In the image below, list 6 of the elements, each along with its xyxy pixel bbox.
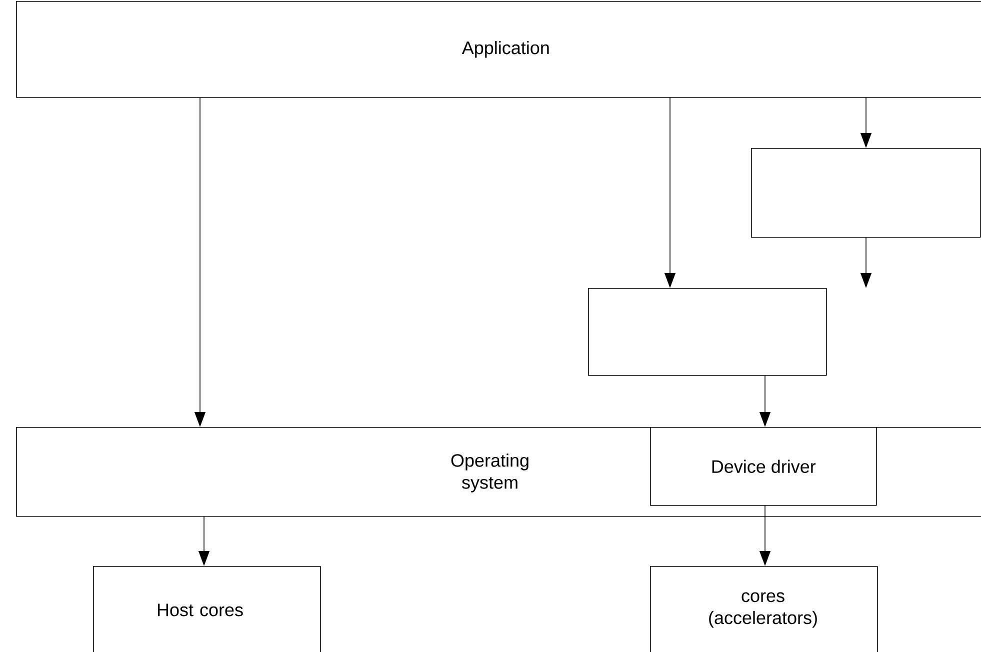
layer-band: Application [16,1,981,98]
process-box: cores (accelerators) [650,566,878,652]
process-box: Host cores [93,566,321,652]
process-box [751,148,981,238]
process-box: Device driver [650,427,877,506]
process-box [588,288,827,376]
